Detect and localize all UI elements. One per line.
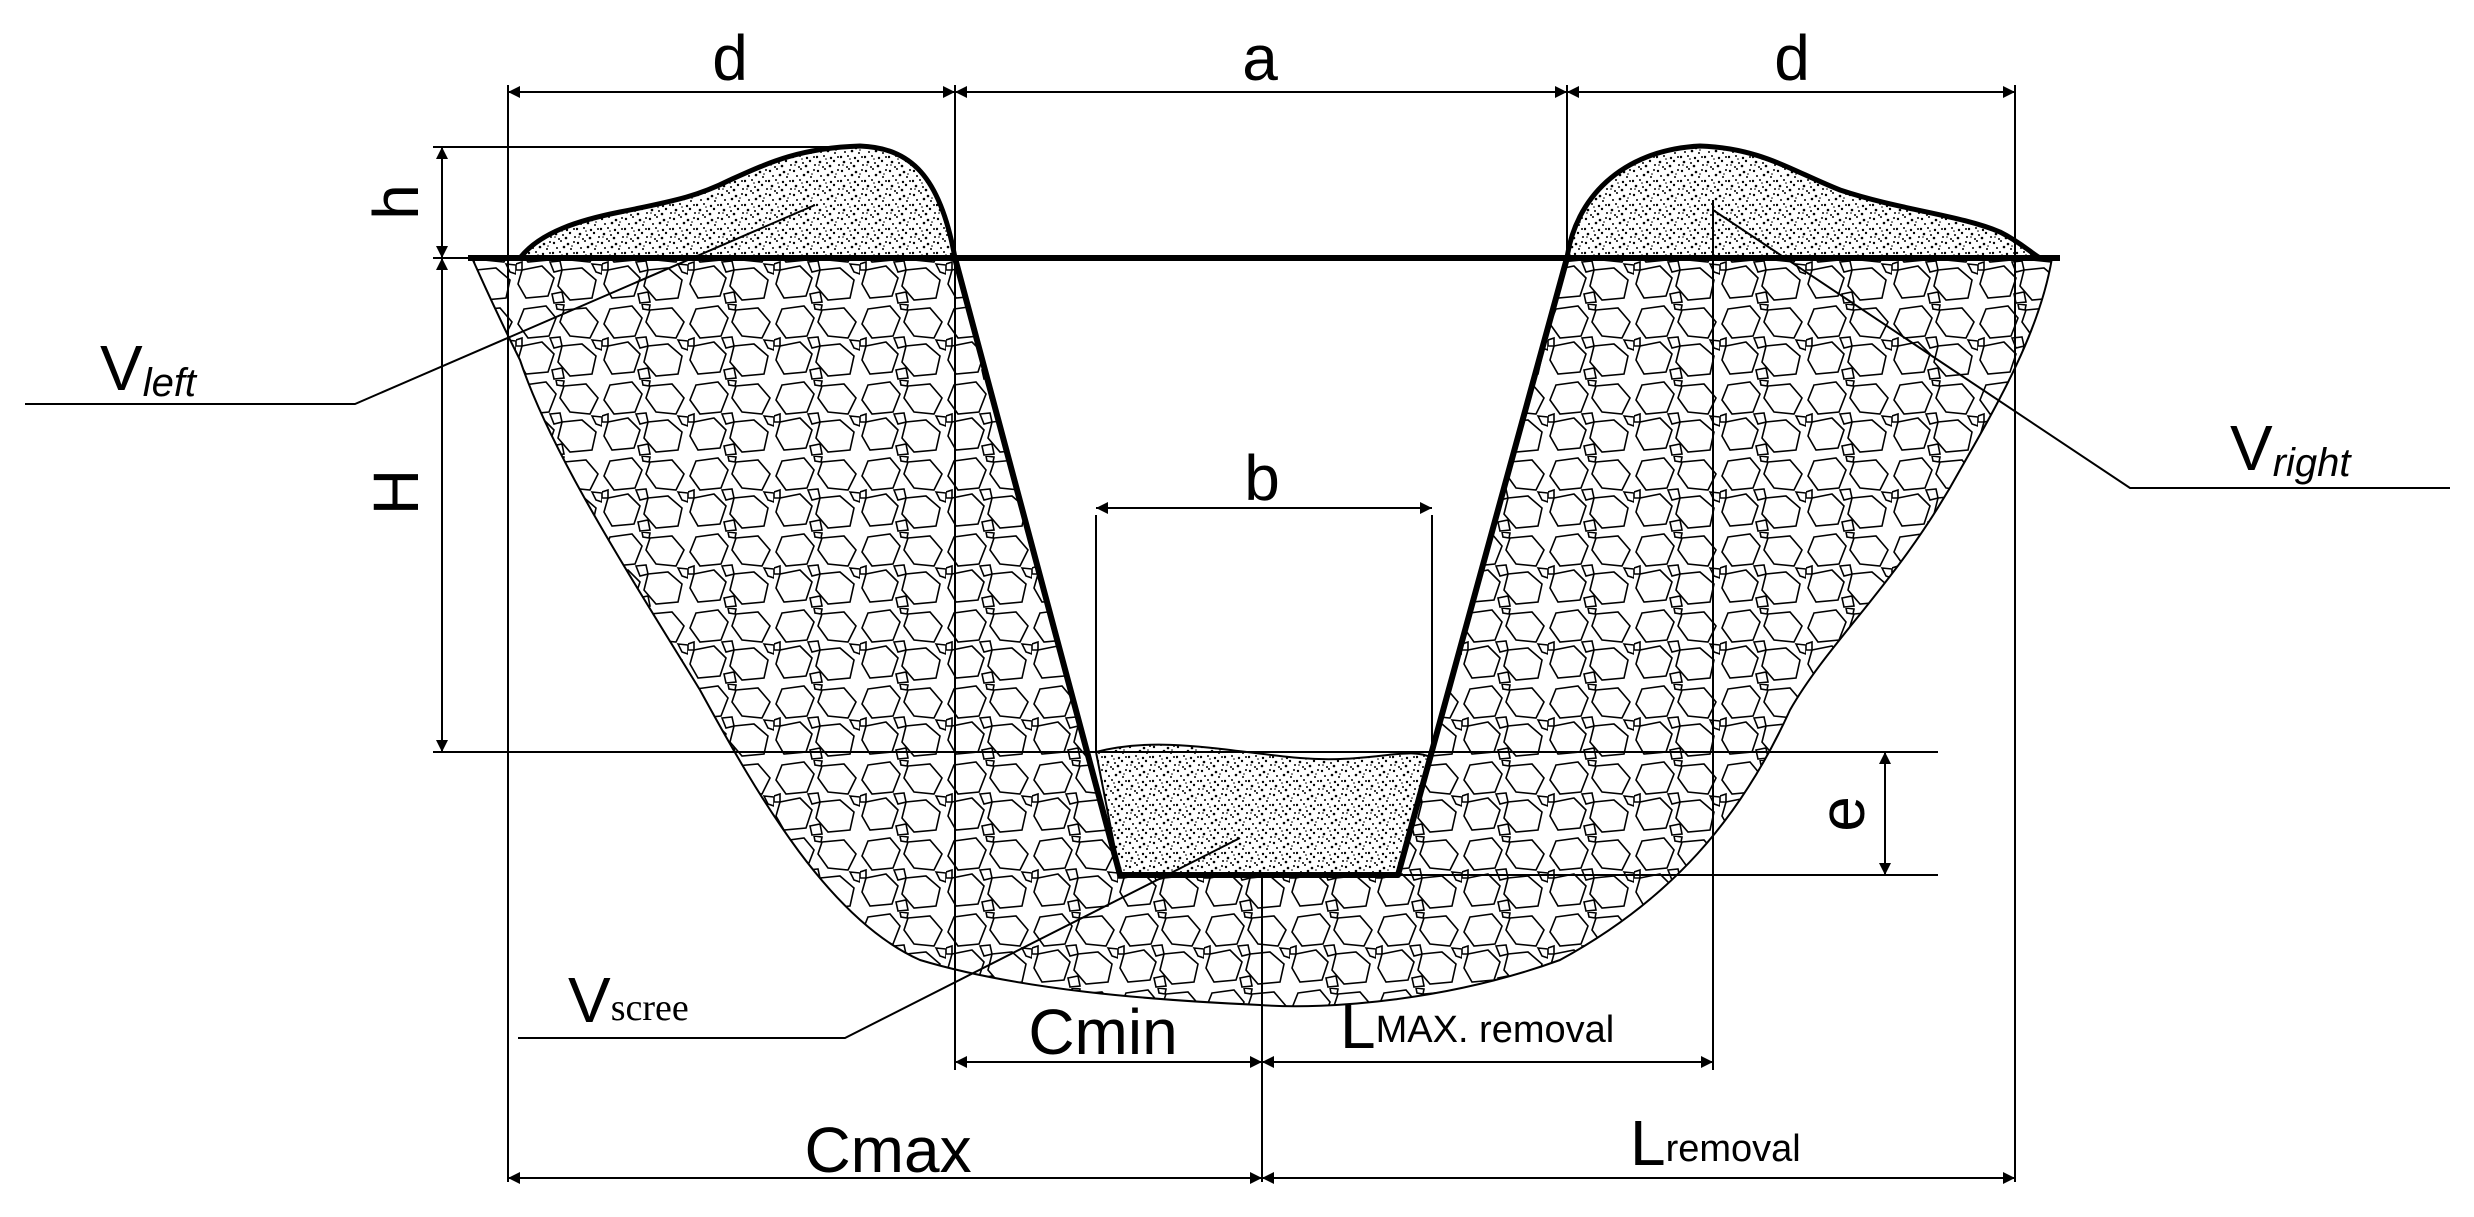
label-v-left: Vleft — [100, 332, 198, 405]
label-cmax: Cmax — [804, 1114, 971, 1186]
label-d-right: d — [1774, 22, 1810, 94]
label-cmin: Cmin — [1028, 996, 1177, 1068]
label-H: H — [360, 469, 432, 515]
dimension-lines — [436, 86, 2015, 1184]
label-v-scree: Vscree — [568, 964, 689, 1036]
extension-lines — [433, 85, 2016, 1182]
scree-volume — [1094, 743, 1434, 876]
right-spoil-heap — [1564, 143, 2043, 261]
label-a: a — [1242, 22, 1278, 94]
label-d-left: d — [712, 22, 748, 94]
trench-outline — [952, 257, 1570, 878]
label-h: h — [360, 184, 432, 220]
label-b: b — [1244, 442, 1280, 514]
leader-lines — [25, 204, 2450, 1039]
label-l-removal: Lremoval — [1630, 1107, 1801, 1179]
leader-v-scree — [518, 837, 1241, 1039]
leader-v-right — [1712, 209, 2450, 489]
left-spoil-heap — [517, 143, 958, 261]
label-l-max-removal: LMAX. removal — [1340, 990, 1614, 1062]
label-v-right: Vright — [2230, 412, 2352, 485]
leader-v-left — [25, 204, 816, 405]
label-e: e — [1806, 796, 1878, 832]
